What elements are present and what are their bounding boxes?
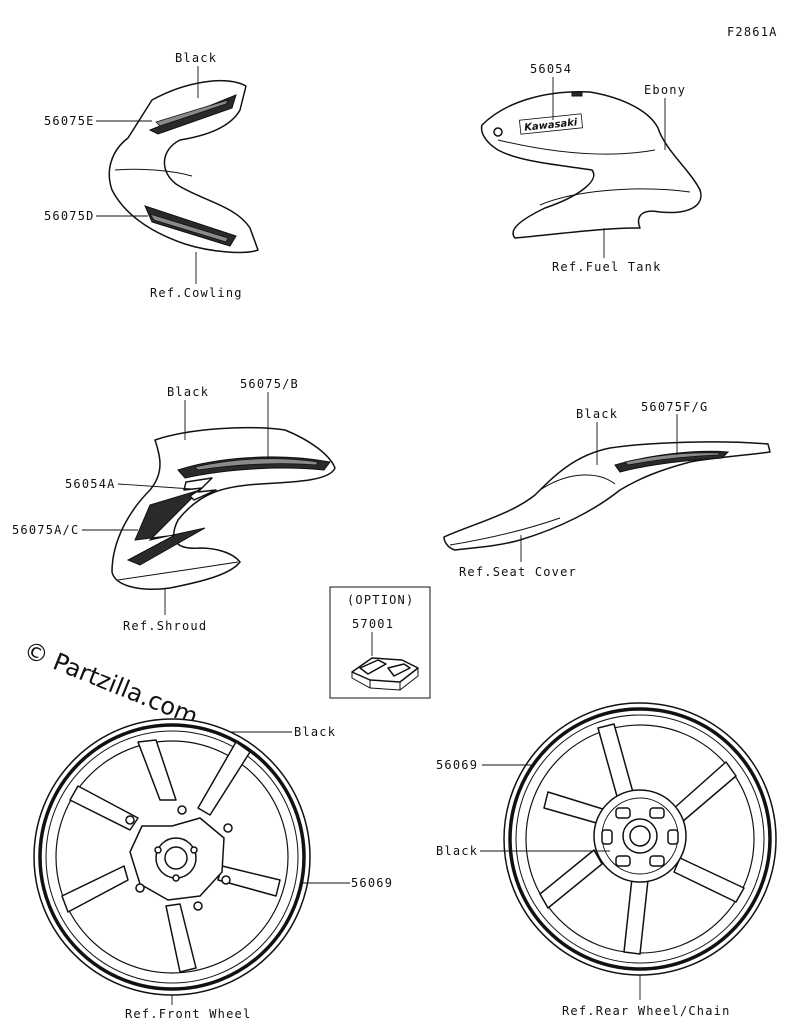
- fuel-tank-part-label: 56054: [530, 62, 572, 76]
- rear-wheel[interactable]: [503, 702, 777, 976]
- seat-cover-part-label: 56075F/G: [641, 400, 708, 414]
- fuel-tank-group: Kawasaki 56054 Ebony Ref.Fuel Tank: [480, 62, 702, 274]
- front-wheel-part-label: 56069: [351, 876, 393, 890]
- figure-code: F2861A: [727, 25, 778, 39]
- fuel-tank-cap-mark: [571, 91, 583, 97]
- seat-cover-ref-label: Ref.Seat Cover: [459, 565, 577, 579]
- shroud-lower-part-label: 56075A/C: [12, 523, 79, 537]
- shroud-outline[interactable]: [111, 426, 336, 590]
- shroud-ref-label: Ref.Shroud: [123, 619, 207, 633]
- cowling-inner-edge: [114, 168, 193, 177]
- option-title: (OPTION): [347, 593, 414, 607]
- seat-cover-bottom: [449, 517, 561, 546]
- fuel-tank-ref-label: Ref.Fuel Tank: [552, 260, 662, 274]
- rear-wheel-group: 56069 Black Ref.Rear Wheel/Chain: [436, 702, 777, 1018]
- seat-cover-contour: [539, 474, 616, 491]
- fuel-tank-outline[interactable]: [480, 91, 702, 239]
- cowling-lower-part-label: 56075D: [44, 209, 95, 223]
- shroud-upper-part-label: 56075/B: [240, 377, 299, 391]
- shroud-emblem-part-label: 56054A: [65, 477, 116, 491]
- front-wheel[interactable]: [33, 718, 311, 996]
- fuel-tank-contour-lower: [539, 188, 691, 206]
- cowling-group: Black 56075E 56075D Ref.Cowling: [44, 51, 259, 300]
- watermark-text: © Partzilla.com: [20, 636, 202, 731]
- cowling-upper-decal-stripe: [155, 99, 229, 127]
- cowling-lower-decal-stripe: [149, 213, 229, 243]
- shroud-color-label: Black: [167, 385, 209, 399]
- shroud-group: Black 56075/B 56054A 56075A/C Ref.Shroud: [12, 377, 336, 633]
- front-wheel-group: Black 56069 Ref.Front Wheel: [33, 718, 393, 1021]
- shroud-upper-decal-stripe: [194, 458, 319, 471]
- seat-cover-group: Black 56075F/G Ref.Seat Cover: [443, 400, 771, 579]
- cowling-upper-part-label: 56075E: [44, 114, 95, 128]
- shroud-side-decal[interactable]: [126, 489, 206, 566]
- shroud-emblem-leader: [117, 483, 193, 490]
- cowling-ref-label: Ref.Cowling: [150, 286, 243, 300]
- option-clip-part[interactable]: [351, 657, 419, 691]
- shroud-bottom-edge: [117, 561, 239, 581]
- rear-wheel-part-label: 56069: [436, 758, 478, 772]
- cowling-color-label: Black: [175, 51, 217, 65]
- fuel-tank-logo-decal[interactable]: [518, 113, 584, 135]
- option-box: [329, 586, 431, 699]
- front-wheel-ref-label: Ref.Front Wheel: [125, 1007, 251, 1021]
- fuel-tank-color-label: Ebony: [644, 83, 686, 97]
- option-group: (OPTION) 57001: [329, 586, 431, 699]
- shroud-emblem[interactable]: [183, 477, 217, 501]
- seat-cover-color-label: Black: [576, 407, 618, 421]
- option-part-label: 57001: [352, 617, 394, 631]
- fuel-tank-bolt: [493, 127, 503, 137]
- rear-wheel-ref-label: Ref.Rear Wheel/Chain: [562, 1004, 731, 1018]
- seat-cover-decal-stripe: [624, 452, 721, 466]
- rear-wheel-color-label: Black: [436, 844, 478, 858]
- front-wheel-color-label: Black: [294, 725, 336, 739]
- fuel-tank-contour: [497, 139, 656, 155]
